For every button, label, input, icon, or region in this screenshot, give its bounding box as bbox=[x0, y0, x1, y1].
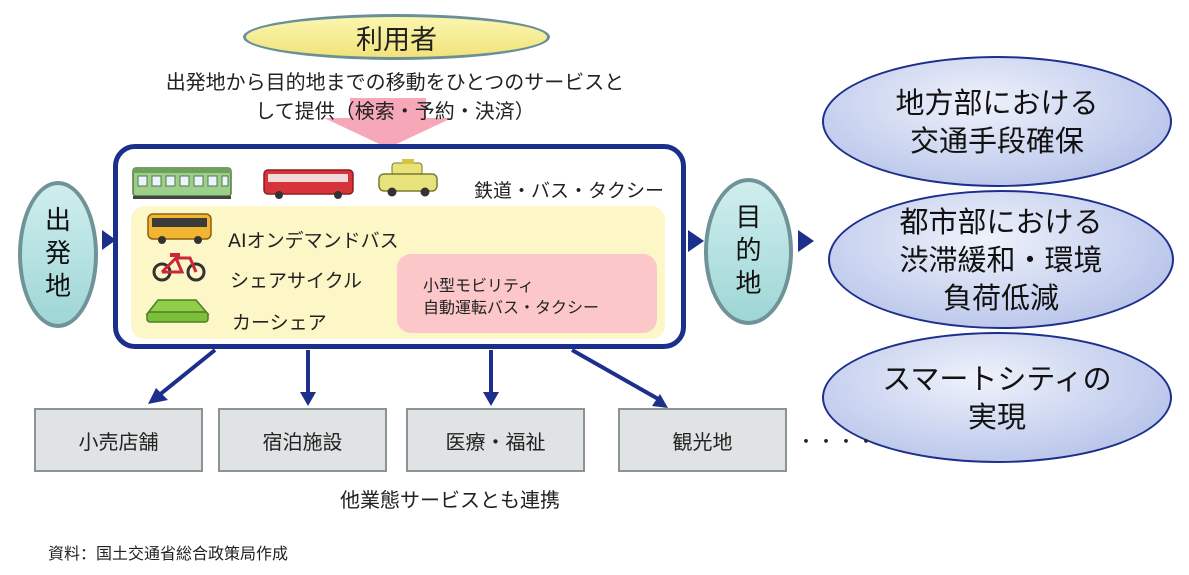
goal-smart-city: スマートシティの 実現 bbox=[822, 332, 1172, 463]
to-destination-arrow bbox=[688, 230, 704, 252]
ai-bus-icon bbox=[147, 213, 212, 244]
ai-bus-label: AIオンデマンドバス bbox=[228, 230, 399, 252]
arrowhead-tourism bbox=[652, 394, 668, 408]
service-caption: 出発地から目的地までの移動をひとつのサービスと して提供（検索・予約・決済） bbox=[110, 68, 680, 126]
autonomous-label: 自動運転バス・タクシー bbox=[423, 298, 600, 317]
small-mobility-label: 小型モビリティ bbox=[423, 276, 535, 295]
arrow-line-tourism bbox=[571, 348, 661, 402]
business-caption: 他業態サービスとも連携 bbox=[340, 488, 560, 512]
bicycle-icon bbox=[152, 253, 206, 282]
business-lodging-label: 宿泊施設 bbox=[262, 429, 343, 454]
destination-label: 目 的 地 bbox=[735, 203, 762, 299]
car-share-icon bbox=[145, 299, 210, 323]
car-share-label: カーシェア bbox=[232, 312, 327, 334]
service-caption-line1: 出発地から目的地までの移動をひとつのサービスと bbox=[165, 70, 625, 94]
business-retail: 小売店舗 bbox=[34, 408, 203, 472]
bike-share-label: シェアサイクル bbox=[230, 270, 363, 292]
business-medical-label: 医療・福祉 bbox=[445, 429, 546, 454]
goal-rural-label: 地方部における 交通手段確保 bbox=[895, 85, 1099, 158]
future-mobility-panel bbox=[397, 254, 657, 333]
goal-urban-congestion: 都市部における 渋滞緩和・環境 負荷低減 bbox=[828, 190, 1174, 329]
arrowhead-retail bbox=[148, 388, 168, 404]
business-retail-label: 小売店舗 bbox=[78, 429, 159, 454]
source-note: 資料：国土交通省総合政策局作成 bbox=[48, 544, 289, 563]
goal-rural-transport: 地方部における 交通手段確保 bbox=[822, 56, 1172, 187]
user-label: 利用者 bbox=[356, 24, 437, 56]
arrowhead-lodging bbox=[300, 392, 316, 406]
service-caption-line2: して提供（検索・予約・決済） bbox=[255, 99, 535, 123]
arrow-line-retail bbox=[156, 348, 217, 398]
rail-bus-taxi-label: 鉄道・バス・タクシー bbox=[474, 180, 665, 202]
arrowhead-medical bbox=[483, 392, 499, 406]
pink-down-arrow bbox=[324, 98, 452, 148]
more-businesses-ellipsis: ・・・・ bbox=[797, 432, 877, 453]
taxi-icon bbox=[378, 159, 438, 197]
origin-ellipse: 出 発 地 bbox=[18, 181, 98, 328]
business-lodging: 宿泊施設 bbox=[218, 408, 387, 472]
goal-smart-city-label: スマートシティの 実現 bbox=[882, 361, 1112, 434]
origin-label: 出 発 地 bbox=[44, 206, 71, 302]
train-icon bbox=[132, 167, 232, 199]
origin-arrow bbox=[102, 230, 116, 250]
to-goals-arrow bbox=[798, 230, 814, 252]
user-ellipse: 利用者 bbox=[243, 14, 550, 60]
destination-ellipse: 目 的 地 bbox=[704, 178, 793, 325]
business-tourism-label: 観光地 bbox=[672, 429, 733, 454]
red-bus-icon bbox=[263, 169, 354, 199]
business-tourism: 観光地 bbox=[618, 408, 787, 472]
business-medical: 医療・福祉 bbox=[406, 408, 585, 472]
goal-urban-label: 都市部における 渋滞緩和・環境 負荷低減 bbox=[899, 204, 1103, 315]
